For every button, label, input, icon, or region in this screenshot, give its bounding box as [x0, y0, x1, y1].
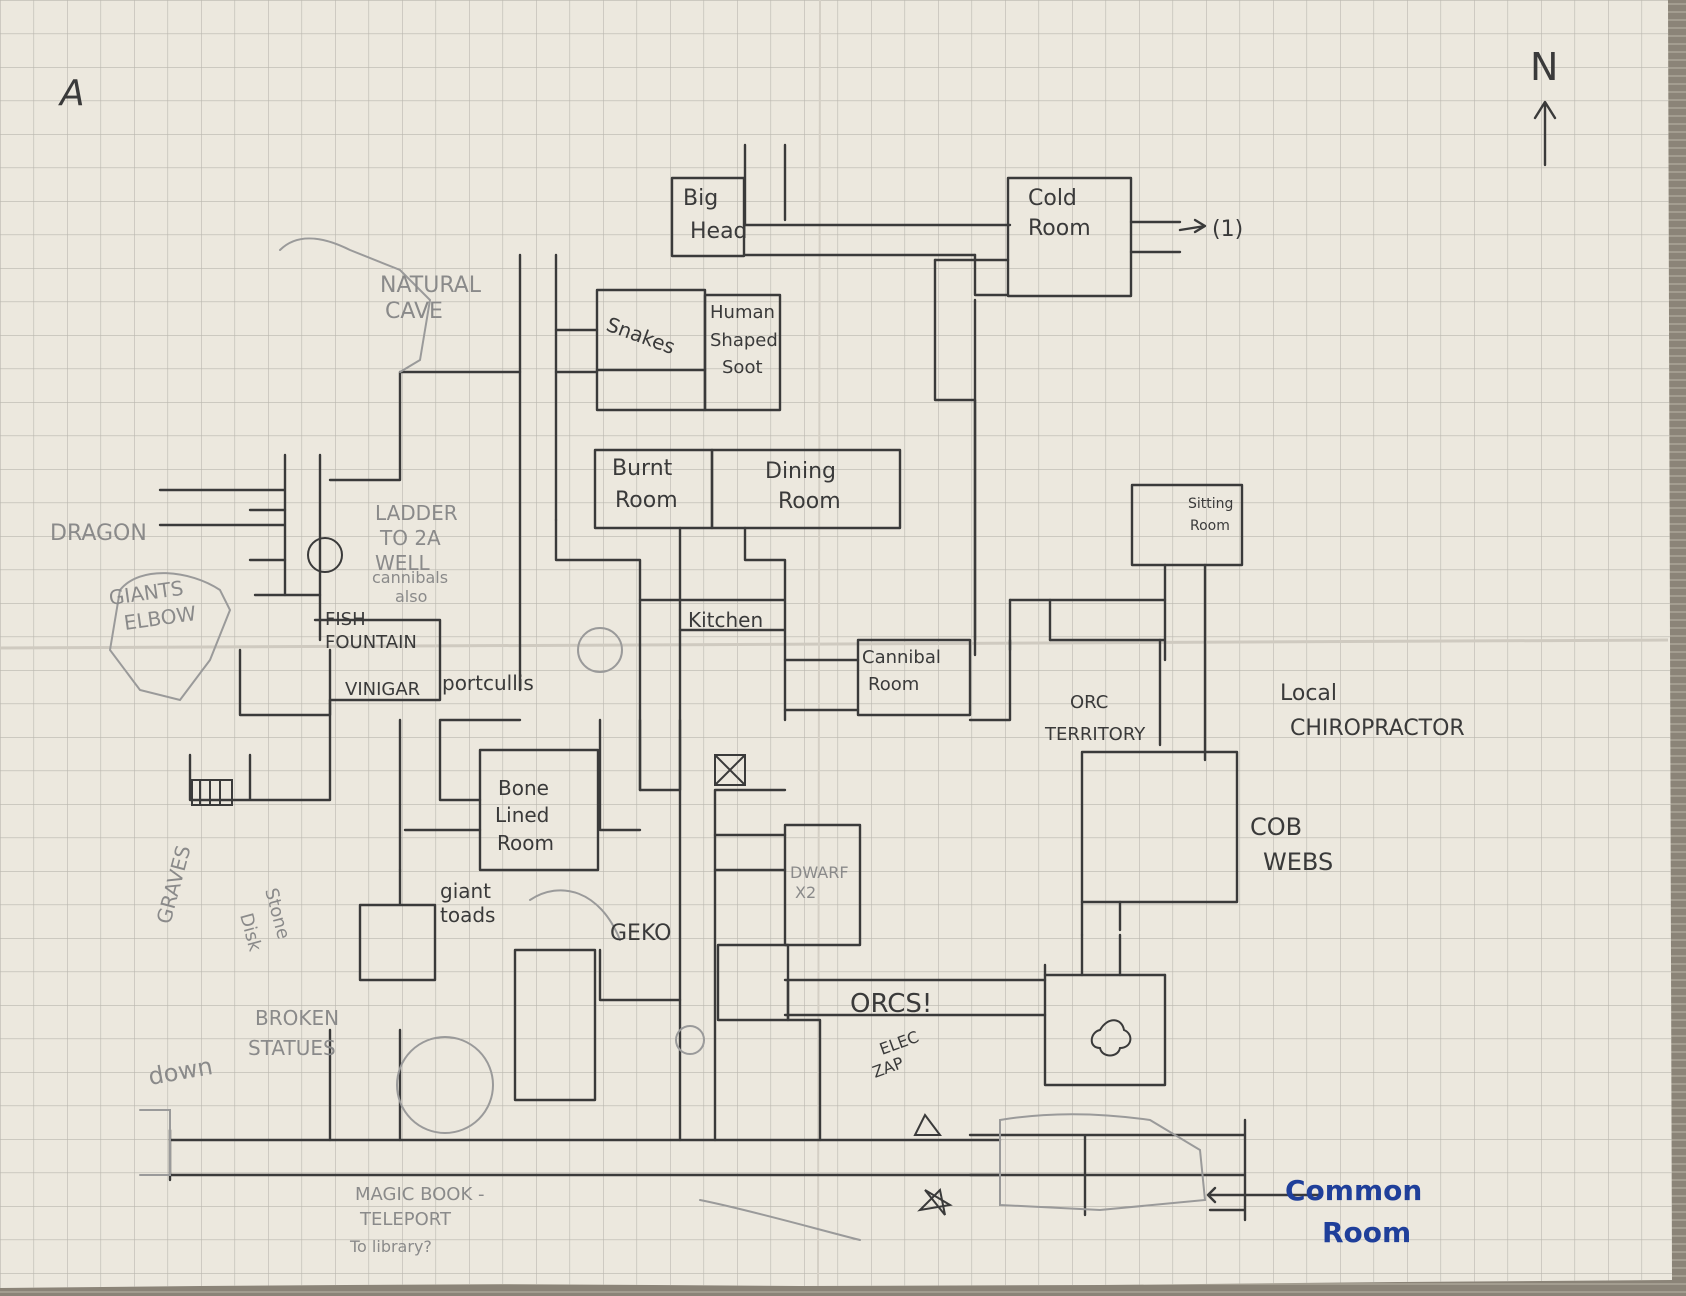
- label-bone-room-3: Room: [497, 831, 554, 855]
- label-fish-fountain-2: FOUNTAIN: [325, 632, 417, 653]
- label-giant-toads-1: giant: [440, 879, 491, 903]
- label-dining-room-2: Room: [778, 489, 841, 514]
- label-exit-mark: (1): [1212, 217, 1243, 242]
- label-dwarf-1: DWARF: [790, 863, 849, 882]
- compass-north: N: [1530, 45, 1558, 89]
- label-orcs: ORCS!: [850, 989, 932, 1019]
- label-cob-webs-1: COB: [1250, 813, 1302, 841]
- label-giant-toads-2: toads: [440, 903, 495, 927]
- label-bone-room-2: Lined: [495, 803, 549, 827]
- label-vinegar: VINIGAR: [345, 679, 420, 700]
- label-orc-territory-1: ORC: [1070, 692, 1108, 713]
- label-ladder-1: LADDER: [375, 501, 458, 525]
- trap-icon: [913, 1113, 942, 1136]
- label-burnt-room-1: Burnt: [612, 456, 673, 481]
- label-dragon: DRAGON: [50, 521, 147, 546]
- label-soot-2: Shaped: [710, 330, 778, 351]
- label-natural-cave-1: NATURAL: [380, 273, 482, 298]
- label-broken-statues-1: BROKEN: [255, 1006, 339, 1030]
- label-sitting-room-1: Sitting: [1188, 496, 1233, 512]
- label-natural-cave-2: CAVE: [385, 299, 443, 324]
- label-kitchen: Kitchen: [688, 608, 763, 632]
- label-magic-book-3: To library?: [349, 1237, 432, 1256]
- label-common-room-1: Common: [1285, 1174, 1422, 1207]
- label-chiropractor-1: Local: [1280, 681, 1337, 706]
- label-big-head-1: Big: [683, 186, 718, 211]
- label-sitting-room-2: Room: [1190, 518, 1230, 534]
- star-icon: [917, 1187, 953, 1216]
- sheet-mark: A: [58, 73, 85, 114]
- label-magic-book-2: TELEPORT: [359, 1209, 452, 1230]
- label-big-head-2: Head: [690, 219, 748, 244]
- map-symbols: [191, 537, 1132, 1216]
- label-common-room-2: Room: [1322, 1216, 1411, 1249]
- label-dwarf-2: X2: [795, 883, 816, 902]
- label-dining-room-1: Dining: [765, 459, 836, 484]
- stairs-icon: [714, 754, 746, 786]
- label-cannibals-also-2: also: [395, 587, 427, 606]
- label-cold-room-1: Cold: [1028, 186, 1077, 211]
- label-cob-webs-2: WEBS: [1263, 848, 1333, 876]
- label-cannibal-room-1: Cannibal: [862, 647, 941, 668]
- fountain-icon: [1090, 1019, 1132, 1057]
- label-cannibals-also-1: cannibals: [372, 568, 448, 587]
- label-chiropractor-2: CHIROPRACTOR: [1290, 716, 1465, 741]
- label-cold-room-2: Room: [1028, 216, 1091, 241]
- walls: [158, 100, 1557, 1222]
- label-ladder-2: TO 2A: [379, 526, 441, 550]
- label-orc-territory-2: TERRITORY: [1044, 724, 1146, 745]
- label-geko: GEKO: [610, 921, 672, 946]
- label-fish-fountain-1: FISH: [325, 609, 366, 630]
- label-broken-statues-2: STATUES: [248, 1036, 336, 1060]
- label-soot-1: Human: [710, 302, 775, 323]
- grate-icon: [191, 779, 233, 806]
- label-soot-3: Soot: [722, 357, 763, 378]
- map-labels: A N Big Head Cold Room (1) NATURAL CAVE …: [50, 45, 1558, 1256]
- label-portcullis: portcullis: [442, 671, 534, 695]
- label-ladder-3: WELL: [375, 551, 431, 575]
- label-burnt-room-2: Room: [615, 488, 678, 513]
- well-icon: [307, 537, 343, 573]
- pencil-sketches: [108, 237, 1207, 1241]
- label-magic-book-1: MAGIC BOOK -: [355, 1184, 484, 1205]
- label-cannibal-room-2: Room: [868, 674, 919, 695]
- label-bone-room-1: Bone: [498, 776, 549, 800]
